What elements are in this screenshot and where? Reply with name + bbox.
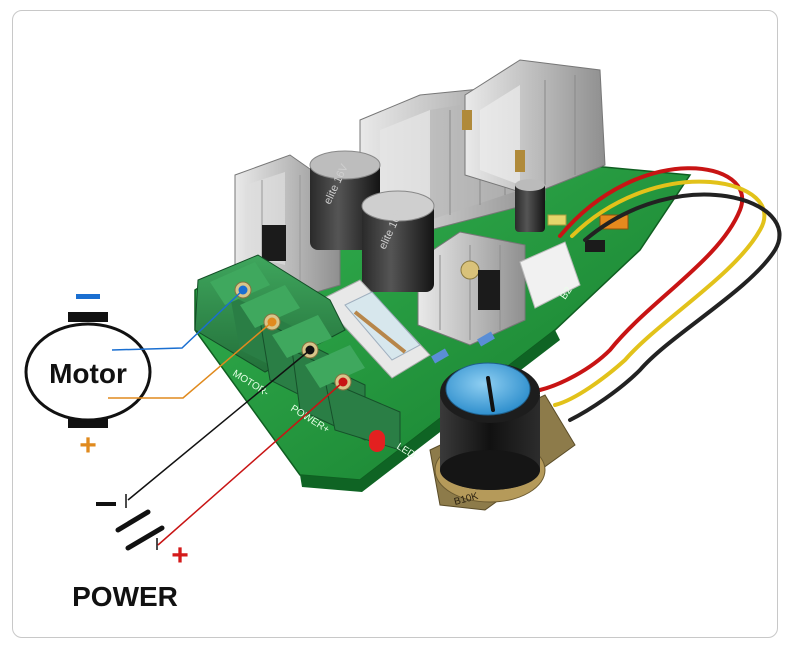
potentiometer: B10K (429, 362, 576, 511)
white-connector: B2 (519, 241, 581, 309)
battery-symbol (115, 509, 165, 551)
motor-plus-sign: + (79, 429, 97, 462)
heatsink-front (417, 231, 526, 346)
motor-symbol: Motor + (24, 294, 152, 462)
fuse-holder (319, 279, 431, 379)
motor-minus-sign (76, 294, 100, 299)
red-terminal-dot (338, 377, 348, 387)
power-minus-sign (96, 502, 116, 506)
power-label: POWER (72, 581, 178, 612)
motor-wires (108, 289, 273, 399)
heatsink-right (464, 59, 606, 196)
power-plus-sign: + (171, 539, 189, 572)
power-wires (127, 349, 344, 546)
mosfet-front (478, 270, 500, 310)
resistor-blue-2 (477, 331, 495, 347)
ic-chip (585, 240, 605, 252)
pot-wires (538, 166, 782, 422)
motor-label: Motor (49, 358, 127, 389)
capacitor-small (515, 179, 545, 232)
mosfet-left (262, 225, 286, 261)
resistor-small (547, 214, 567, 226)
black-terminal-dot (305, 345, 315, 355)
screw-post-2 (515, 150, 525, 172)
screw-post (462, 110, 472, 130)
orange-terminal-dot (267, 317, 277, 327)
blue-terminal-dot (238, 285, 248, 295)
capacitor-2: elite 16V (361, 190, 435, 292)
resistor-blue (431, 348, 449, 364)
